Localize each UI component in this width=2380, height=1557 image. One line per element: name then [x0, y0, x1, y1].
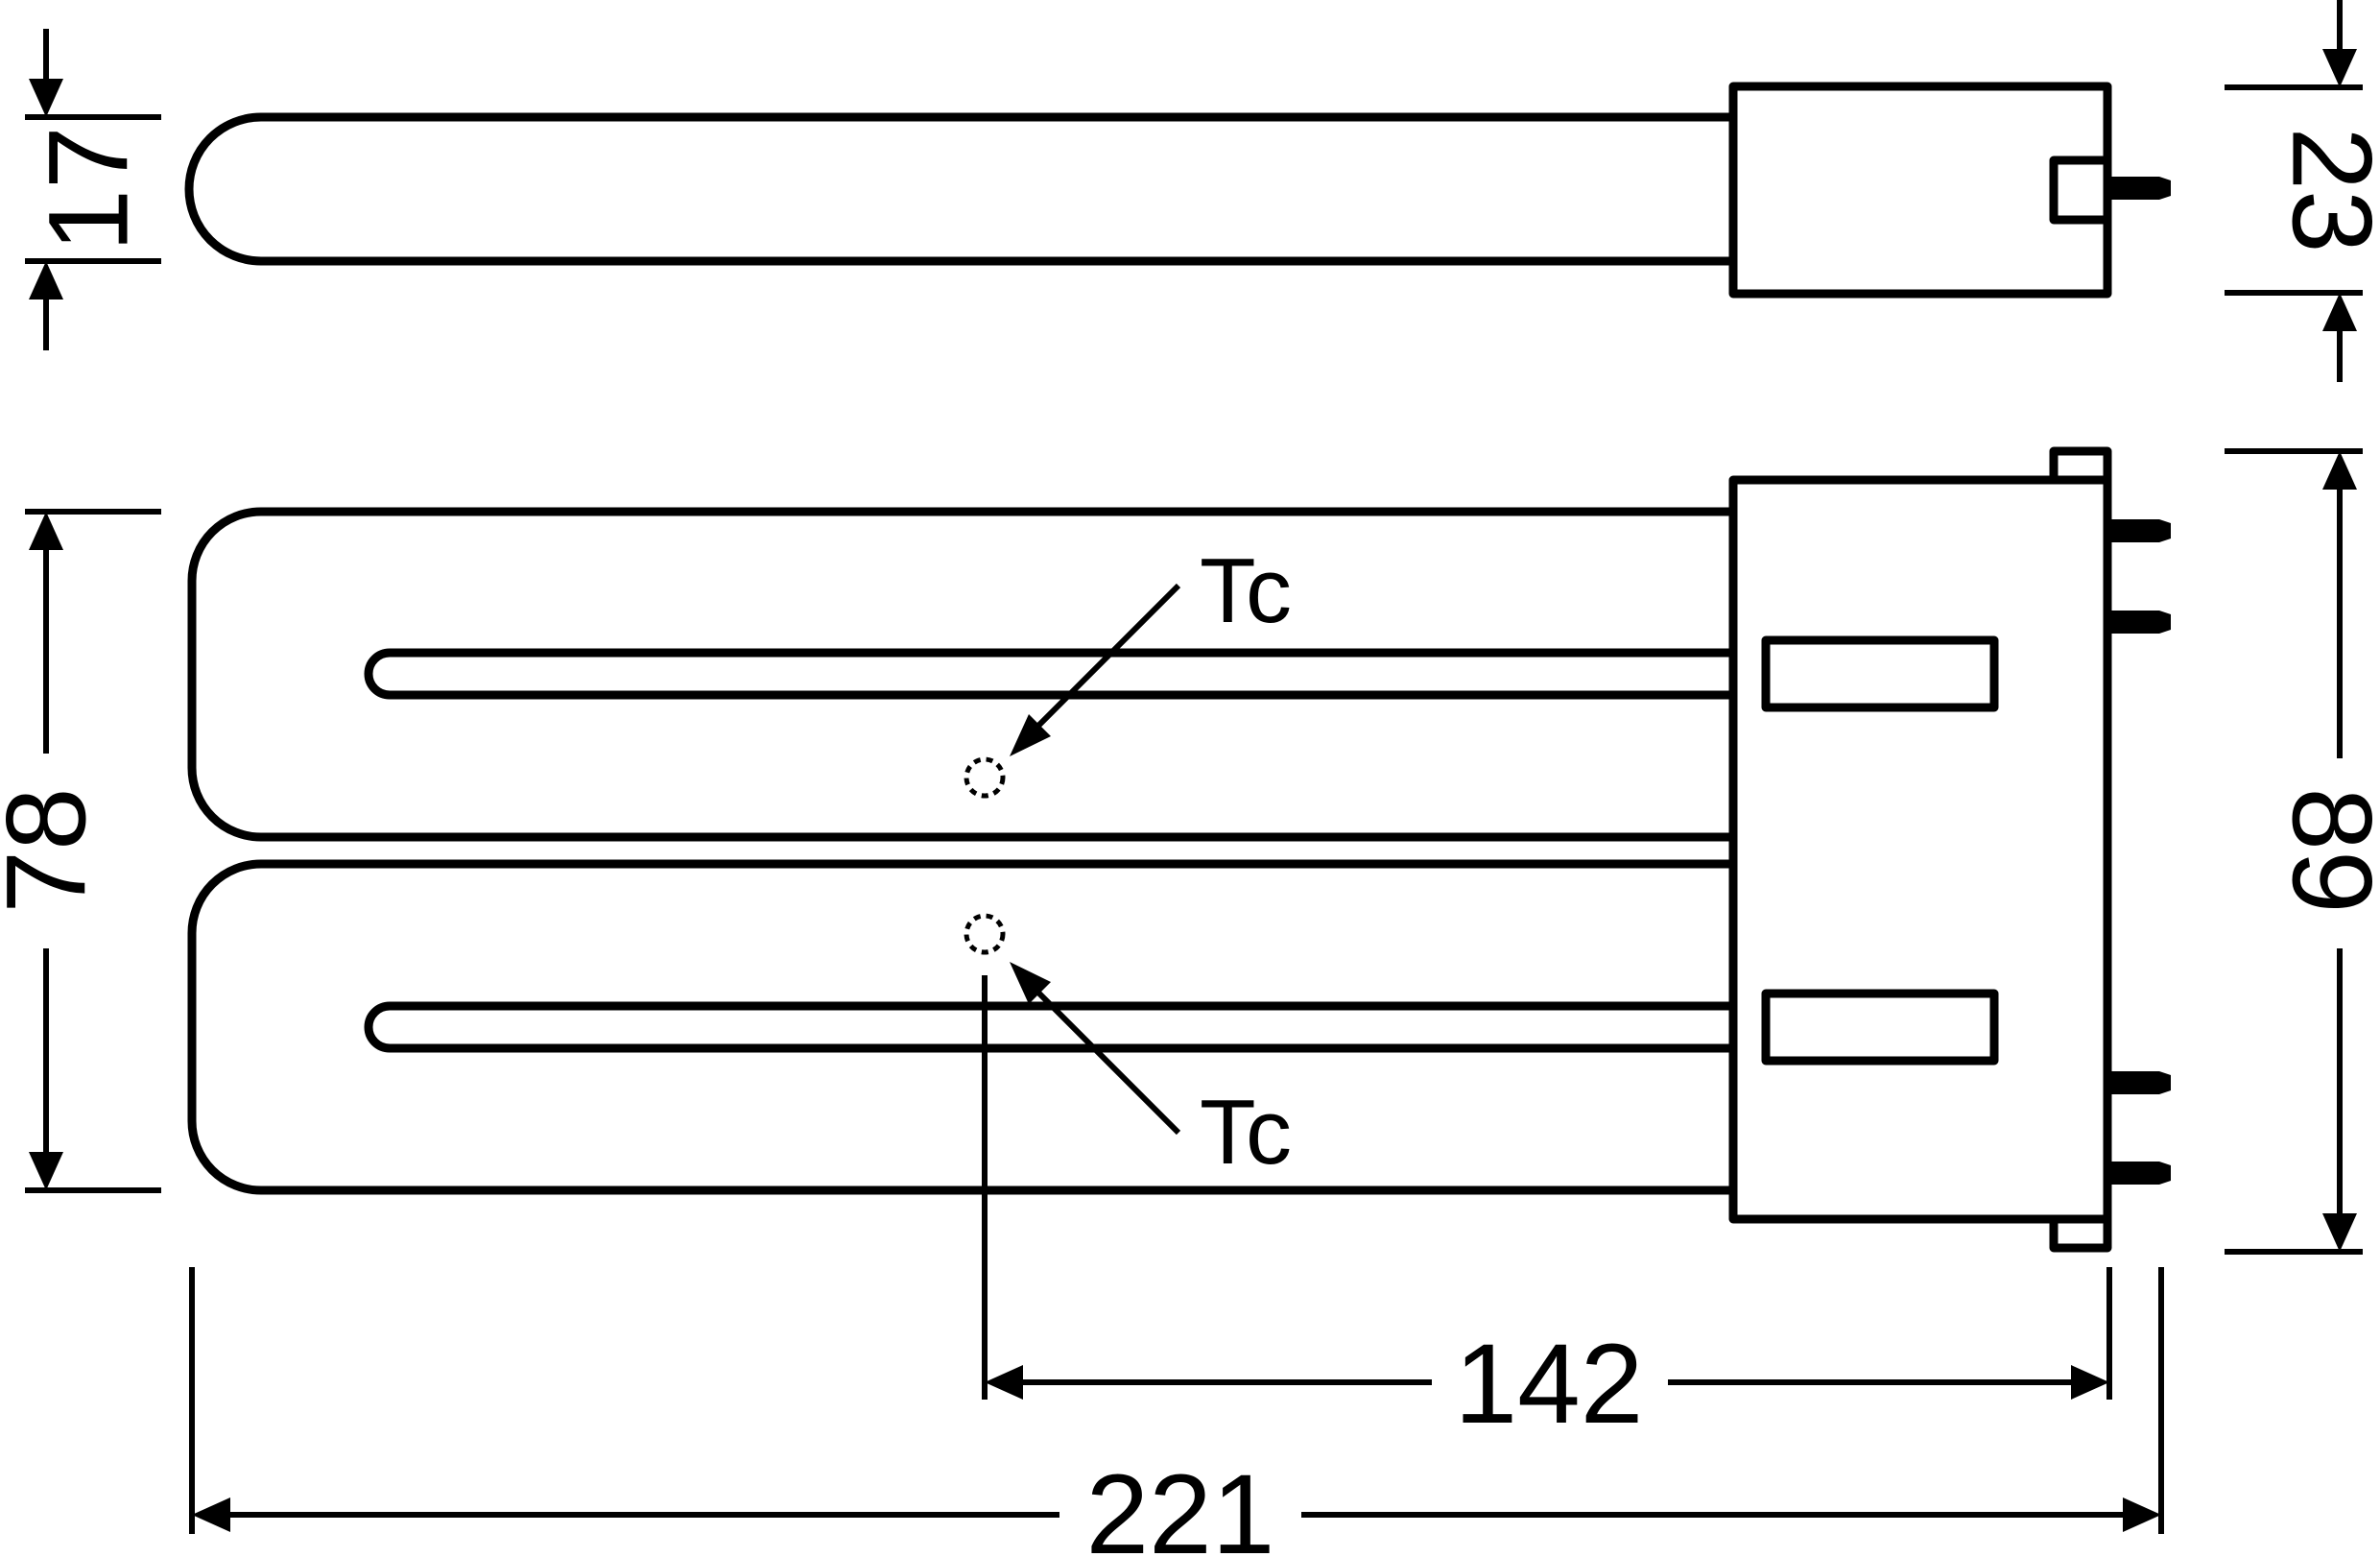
dim-tube-diameter: 17 — [25, 29, 161, 350]
front-view-pin — [2107, 519, 2171, 542]
front-view-pin — [2107, 611, 2171, 634]
dim-pin-distance: 142 — [982, 975, 2112, 1448]
dim-tube-diameter-label: 17 — [25, 126, 152, 252]
dim-tube-block-height-label: 78 — [0, 787, 109, 913]
front-view-tube-upper — [187, 507, 1735, 842]
front-view-pin — [2107, 1071, 2171, 1094]
tc-marker-upper: Tc — [964, 539, 1292, 799]
dim-base-height-front-label: 89 — [2269, 787, 2380, 913]
front-view-pin — [2107, 1162, 2171, 1185]
front-view-base-window-upper — [1761, 635, 1999, 712]
top-view — [184, 82, 2171, 299]
front-view-tube-lower — [187, 859, 1735, 1195]
tc-marker-lower: Tc — [964, 913, 1292, 1184]
tc-measure-point-lower — [964, 913, 1006, 955]
front-view-inner-loop-lower — [364, 1001, 1735, 1053]
front-view-base-tab-top — [2049, 446, 2112, 485]
top-view-pin — [2107, 177, 2171, 200]
dim-base-height-top-label: 23 — [2269, 127, 2380, 252]
front-view-base — [1728, 475, 2112, 1224]
tc-label-upper: Tc — [1200, 539, 1292, 642]
front-view-base-window-lower — [1761, 989, 1999, 1066]
dim-base-height-top: 23 — [2225, 0, 2380, 382]
dim-pin-distance-label: 142 — [1455, 1321, 1644, 1448]
front-view-base-tab-bottom — [2049, 1214, 2112, 1253]
front-view-pins — [2107, 519, 2171, 1185]
dim-overall-length: 221 — [189, 1267, 2164, 1557]
tc-measure-point-upper — [964, 756, 1006, 799]
top-view-base-notch — [2049, 156, 2112, 225]
top-view-tube — [184, 112, 1735, 266]
dim-tube-block-height: 78 — [0, 509, 161, 1193]
front-view-inner-loop-upper — [364, 648, 1735, 700]
front-view — [187, 446, 2171, 1253]
dim-overall-length-label: 221 — [1086, 1451, 1275, 1557]
tc-label-lower: Tc — [1200, 1081, 1292, 1184]
dim-base-height-front: 89 — [2225, 448, 2380, 1255]
